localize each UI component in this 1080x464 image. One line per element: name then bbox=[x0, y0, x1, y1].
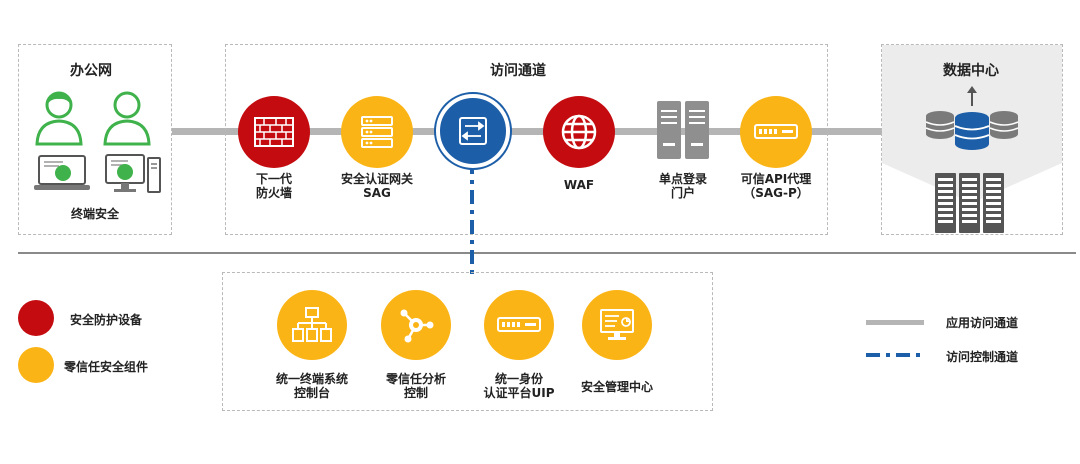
waf-label: WAF bbox=[563, 178, 595, 192]
control-channel-line bbox=[470, 160, 474, 278]
gateway-icon bbox=[361, 116, 393, 148]
database-icon bbox=[925, 86, 1019, 150]
user-icon bbox=[103, 91, 151, 146]
access-channel-panel bbox=[225, 44, 828, 235]
legend-app-channel-label: 应用访问通道 bbox=[946, 316, 1019, 330]
zero-trust-analysis-node[interactable] bbox=[381, 290, 451, 360]
identity-platform-icon bbox=[497, 317, 541, 332]
identity-platform-node[interactable] bbox=[484, 290, 554, 360]
network-tree-icon bbox=[292, 307, 332, 342]
globe-icon bbox=[561, 114, 597, 150]
monitor-dashboard-icon bbox=[600, 309, 634, 340]
server-cabinet-icon bbox=[935, 173, 1004, 233]
data-center-panel bbox=[881, 44, 1063, 235]
office-network-panel bbox=[18, 44, 172, 235]
analysis-hub-icon bbox=[400, 309, 434, 343]
security-management-node[interactable] bbox=[582, 290, 652, 360]
api-proxy-node[interactable] bbox=[740, 96, 812, 168]
terminal-console-label: 统一终端系统 控制台 bbox=[275, 372, 348, 400]
access-channel-title: 访问通道 bbox=[490, 63, 546, 79]
api-proxy-icon bbox=[754, 124, 798, 139]
app-channel-line bbox=[172, 128, 882, 135]
firewall-node[interactable] bbox=[238, 96, 310, 168]
firewall-label: 下一代 防火墙 bbox=[255, 172, 292, 200]
control-plane-panel bbox=[222, 272, 713, 411]
legend-control-channel-label: 访问控制通道 bbox=[946, 350, 1019, 364]
legend-control-channel-line bbox=[866, 353, 926, 357]
api-proxy-label: 可信API代理 （SAG-P） bbox=[740, 172, 812, 200]
sag-gateway-node[interactable] bbox=[341, 96, 413, 168]
sso-portal-label: 单点登录 门户 bbox=[658, 172, 707, 200]
laptop-icon bbox=[34, 155, 90, 190]
legend-yellow-label: 零信任安全组件 bbox=[64, 360, 149, 374]
terminal-security-label: 终端安全 bbox=[70, 207, 119, 221]
waf-node[interactable] bbox=[543, 96, 615, 168]
sag-gateway-label: 安全认证网关 SAG bbox=[340, 172, 413, 200]
section-divider bbox=[18, 252, 1076, 254]
user-icon bbox=[35, 91, 83, 146]
data-center-title: 数据中心 bbox=[943, 63, 999, 79]
terminal-console-node[interactable] bbox=[277, 290, 347, 360]
firewall-icon bbox=[254, 117, 294, 147]
switch-icon bbox=[459, 117, 487, 145]
legend-red-dot bbox=[18, 300, 54, 336]
desktop-pc-icon bbox=[105, 154, 161, 193]
switch-node[interactable] bbox=[436, 94, 510, 168]
identity-platform-label: 统一身份 认证平台UIP bbox=[483, 372, 555, 400]
security-management-label: 安全管理中心 bbox=[580, 380, 653, 394]
server-rack-icon[interactable] bbox=[655, 99, 711, 161]
legend-yellow-dot bbox=[18, 347, 54, 383]
zero-trust-analysis-label: 零信任分析 控制 bbox=[385, 372, 446, 400]
legend-red-label: 安全防护设备 bbox=[70, 313, 143, 327]
legend-app-channel-line bbox=[866, 320, 924, 325]
office-network-title: 办公网 bbox=[70, 63, 112, 79]
